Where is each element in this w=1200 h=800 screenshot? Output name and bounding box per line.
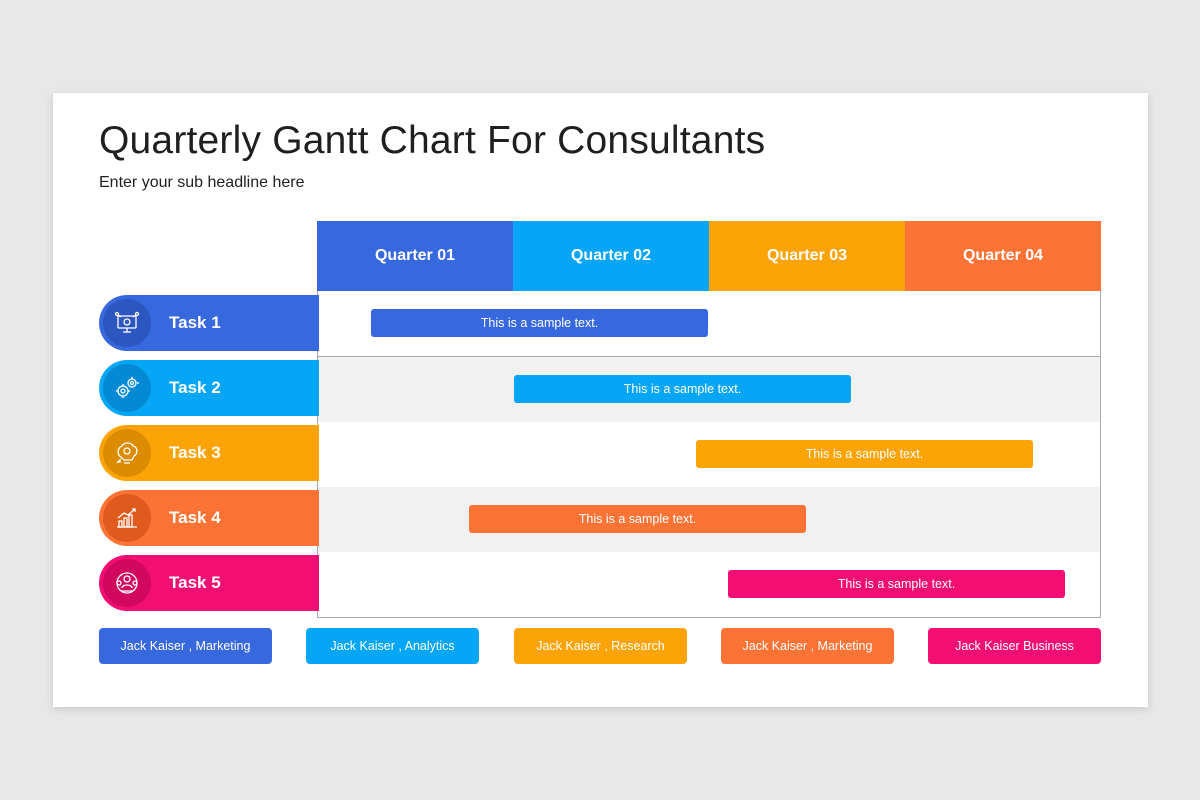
owner-tag-1[interactable]: Jack Kaiser , Marketing xyxy=(99,628,272,664)
task-label-4[interactable]: Task 4 xyxy=(99,490,319,546)
page-title: Quarterly Gantt Chart For Consultants xyxy=(99,119,766,162)
brain-idea-icon xyxy=(103,429,151,477)
owner-tag-5[interactable]: Jack Kaiser Business xyxy=(928,628,1101,664)
task-label-text: Task 2 xyxy=(169,378,221,397)
slide: Quarterly Gantt Chart For Consultants En… xyxy=(53,93,1148,707)
task-label-text: Task 1 xyxy=(169,313,221,332)
task-label-3[interactable]: Task 3 xyxy=(99,425,319,481)
page-subtitle: Enter your sub headline here xyxy=(99,174,305,191)
task-label-text: Task 5 xyxy=(169,573,221,592)
owner-tag-4[interactable]: Jack Kaiser , Marketing xyxy=(721,628,894,664)
owner-tag-3[interactable]: Jack Kaiser , Research xyxy=(514,628,687,664)
gantt-row-5: This is a sample text. xyxy=(317,552,1101,618)
gantt-row-4: This is a sample text. xyxy=(317,487,1101,553)
task-1-bar[interactable]: This is a sample text. xyxy=(371,309,708,337)
task-label-1[interactable]: Task 1 xyxy=(99,295,319,351)
quarter-header-2: Quarter 02 xyxy=(513,221,709,291)
owner-tag-2[interactable]: Jack Kaiser , Analytics xyxy=(306,628,479,664)
gantt-row-1: This is a sample text. xyxy=(317,291,1101,357)
gantt-row-3: This is a sample text. xyxy=(317,422,1101,488)
task-label-text: Task 4 xyxy=(169,508,221,527)
growth-chart-icon xyxy=(103,494,151,542)
gears-icon xyxy=(103,364,151,412)
task-label-5[interactable]: Task 5 xyxy=(99,555,319,611)
team-network-icon xyxy=(103,559,151,607)
task-3-bar[interactable]: This is a sample text. xyxy=(696,440,1033,468)
quarter-header-4: Quarter 04 xyxy=(905,221,1101,291)
gantt-row-2: This is a sample text. xyxy=(317,357,1101,423)
gantt-grid: Quarter 01 Quarter 02 Quarter 03 Quarter… xyxy=(317,221,1101,618)
task-2-bar[interactable]: This is a sample text. xyxy=(514,375,851,403)
task-label-text: Task 3 xyxy=(169,443,221,462)
task-4-bar[interactable]: This is a sample text. xyxy=(469,505,806,533)
quarter-header-1: Quarter 01 xyxy=(317,221,513,291)
strategy-monitor-icon xyxy=(103,299,151,347)
task-5-bar[interactable]: This is a sample text. xyxy=(728,570,1065,598)
quarter-header-3: Quarter 03 xyxy=(709,221,905,291)
task-label-2[interactable]: Task 2 xyxy=(99,360,319,416)
